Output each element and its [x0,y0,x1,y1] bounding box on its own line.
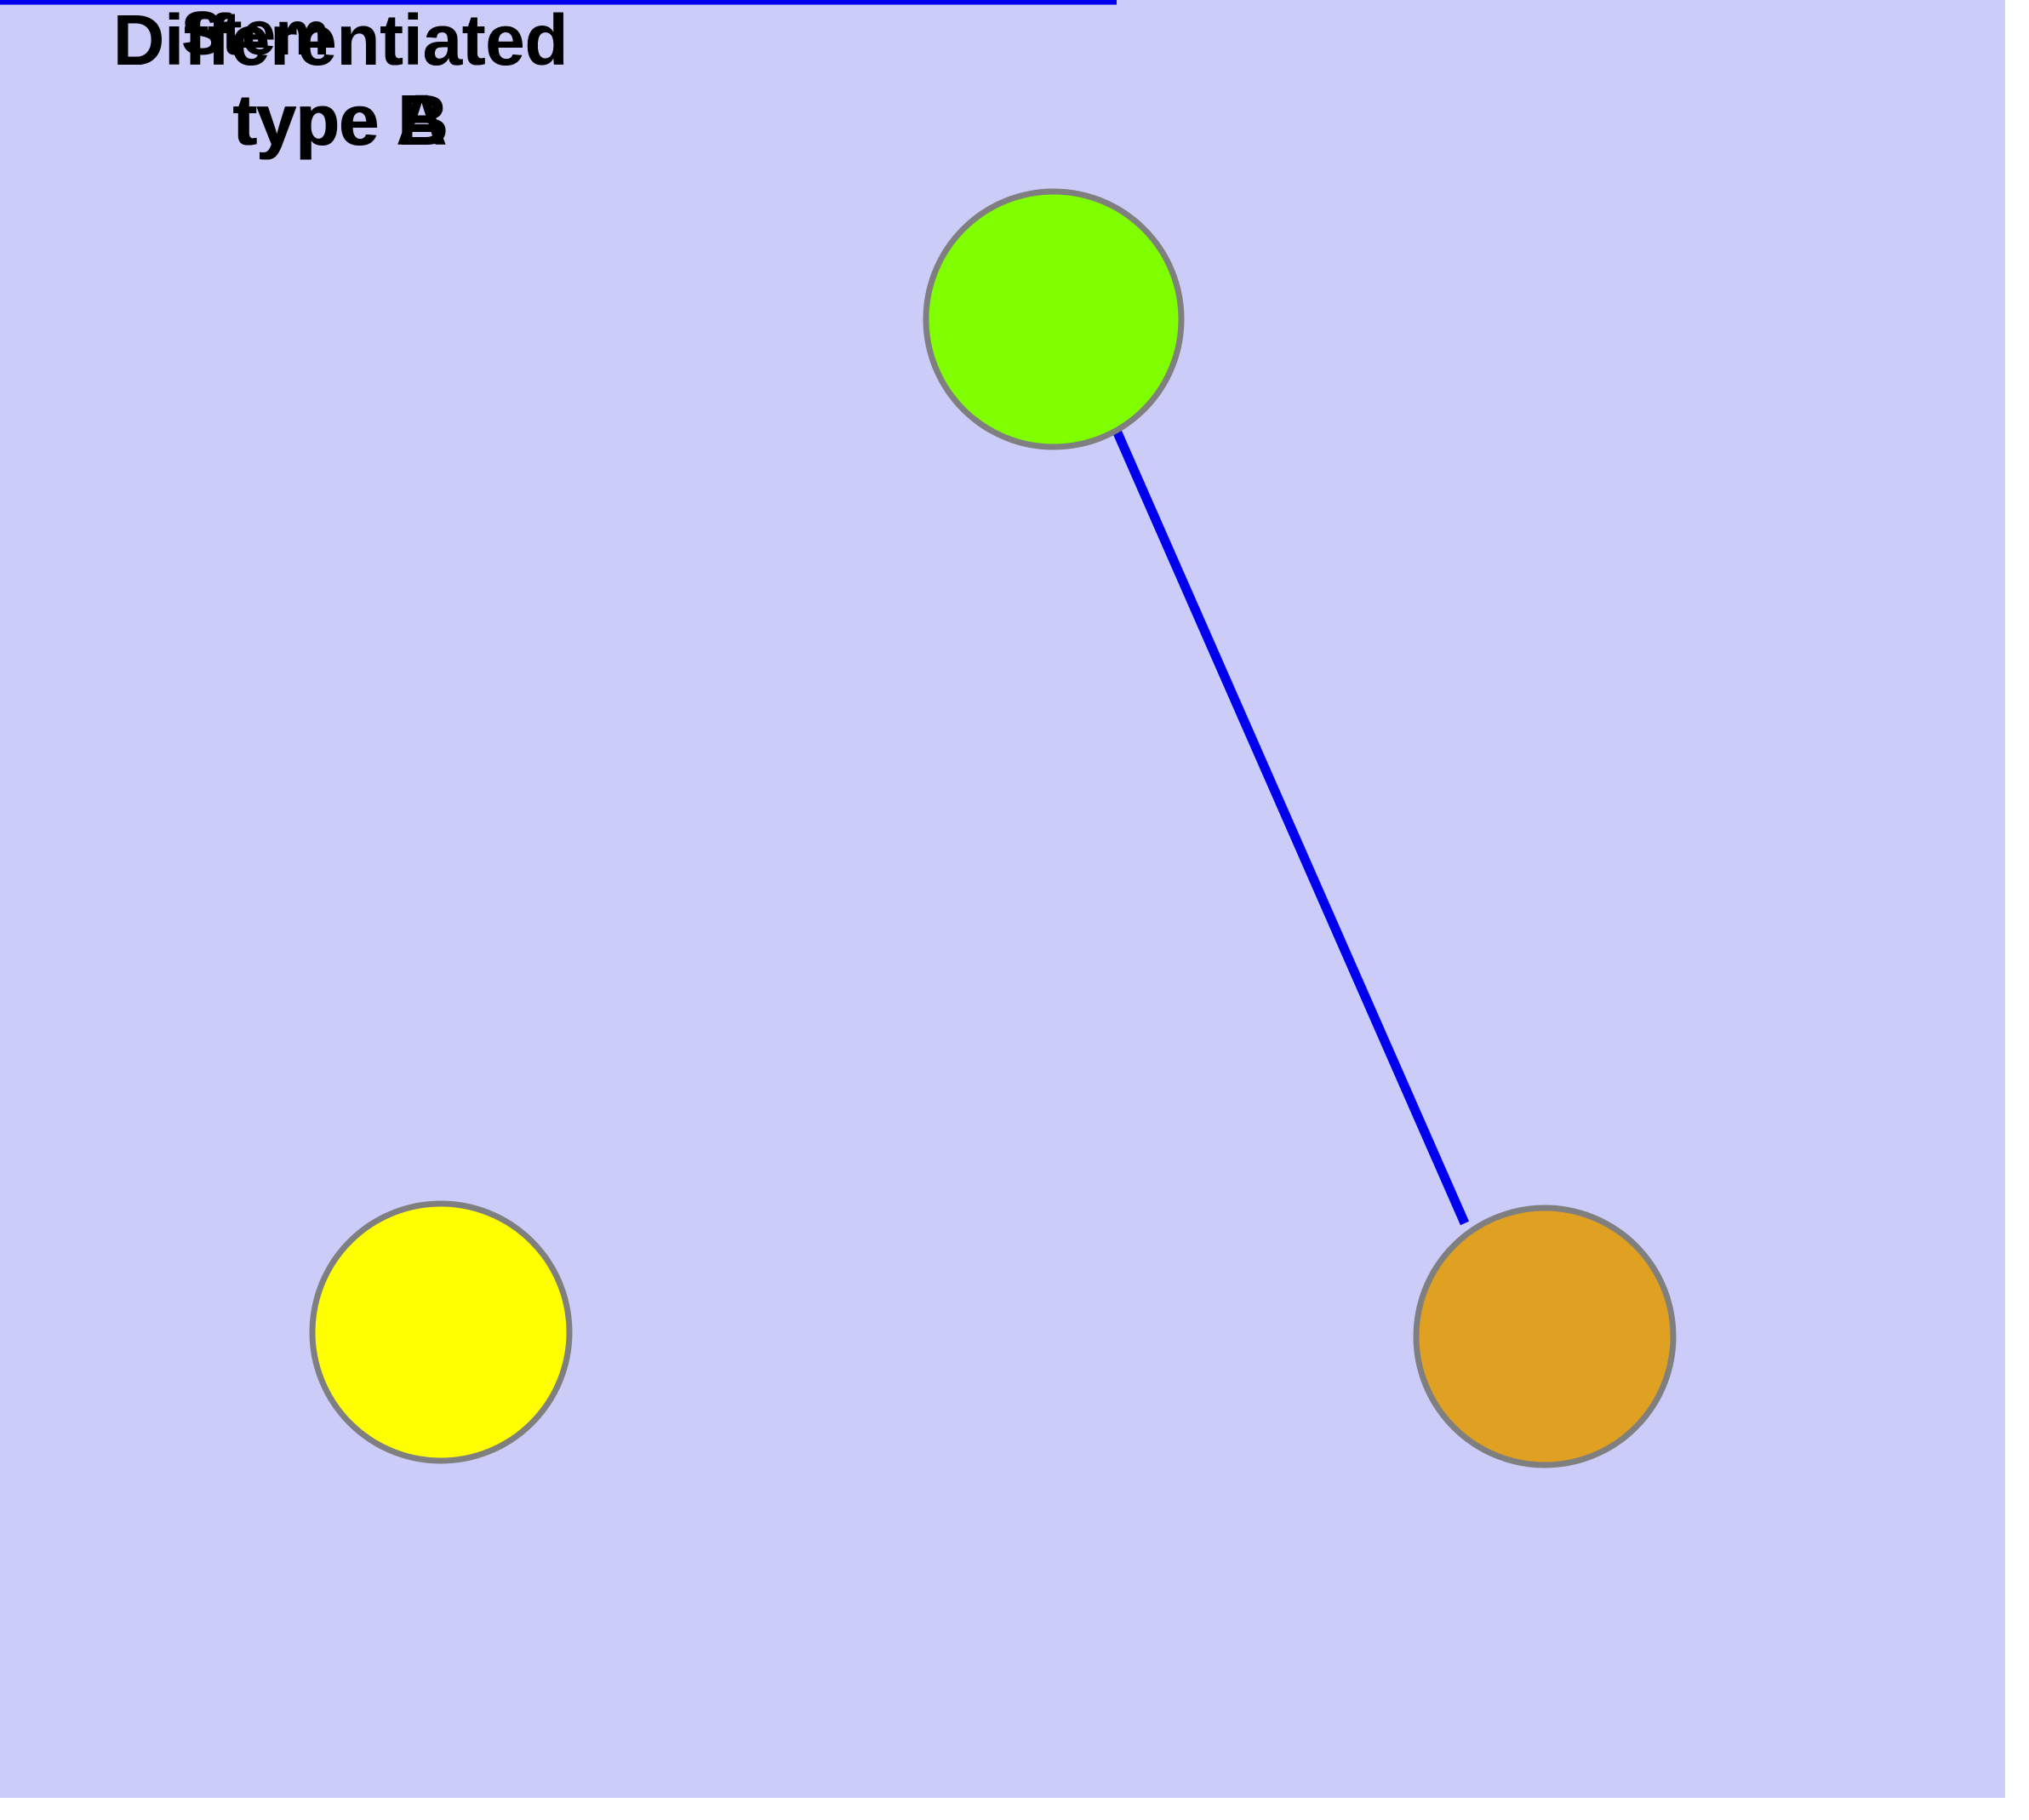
node-stem-circle[interactable] [923,188,1185,450]
node-layer [309,188,1677,1468]
edge-stem-to-diff-a[interactable] [1112,428,1470,1226]
node-differentiated-type-a-circle[interactable] [309,1200,573,1464]
node-differentiated-type-b-circle[interactable] [1413,1205,1677,1468]
edge-layer [0,0,1470,1226]
